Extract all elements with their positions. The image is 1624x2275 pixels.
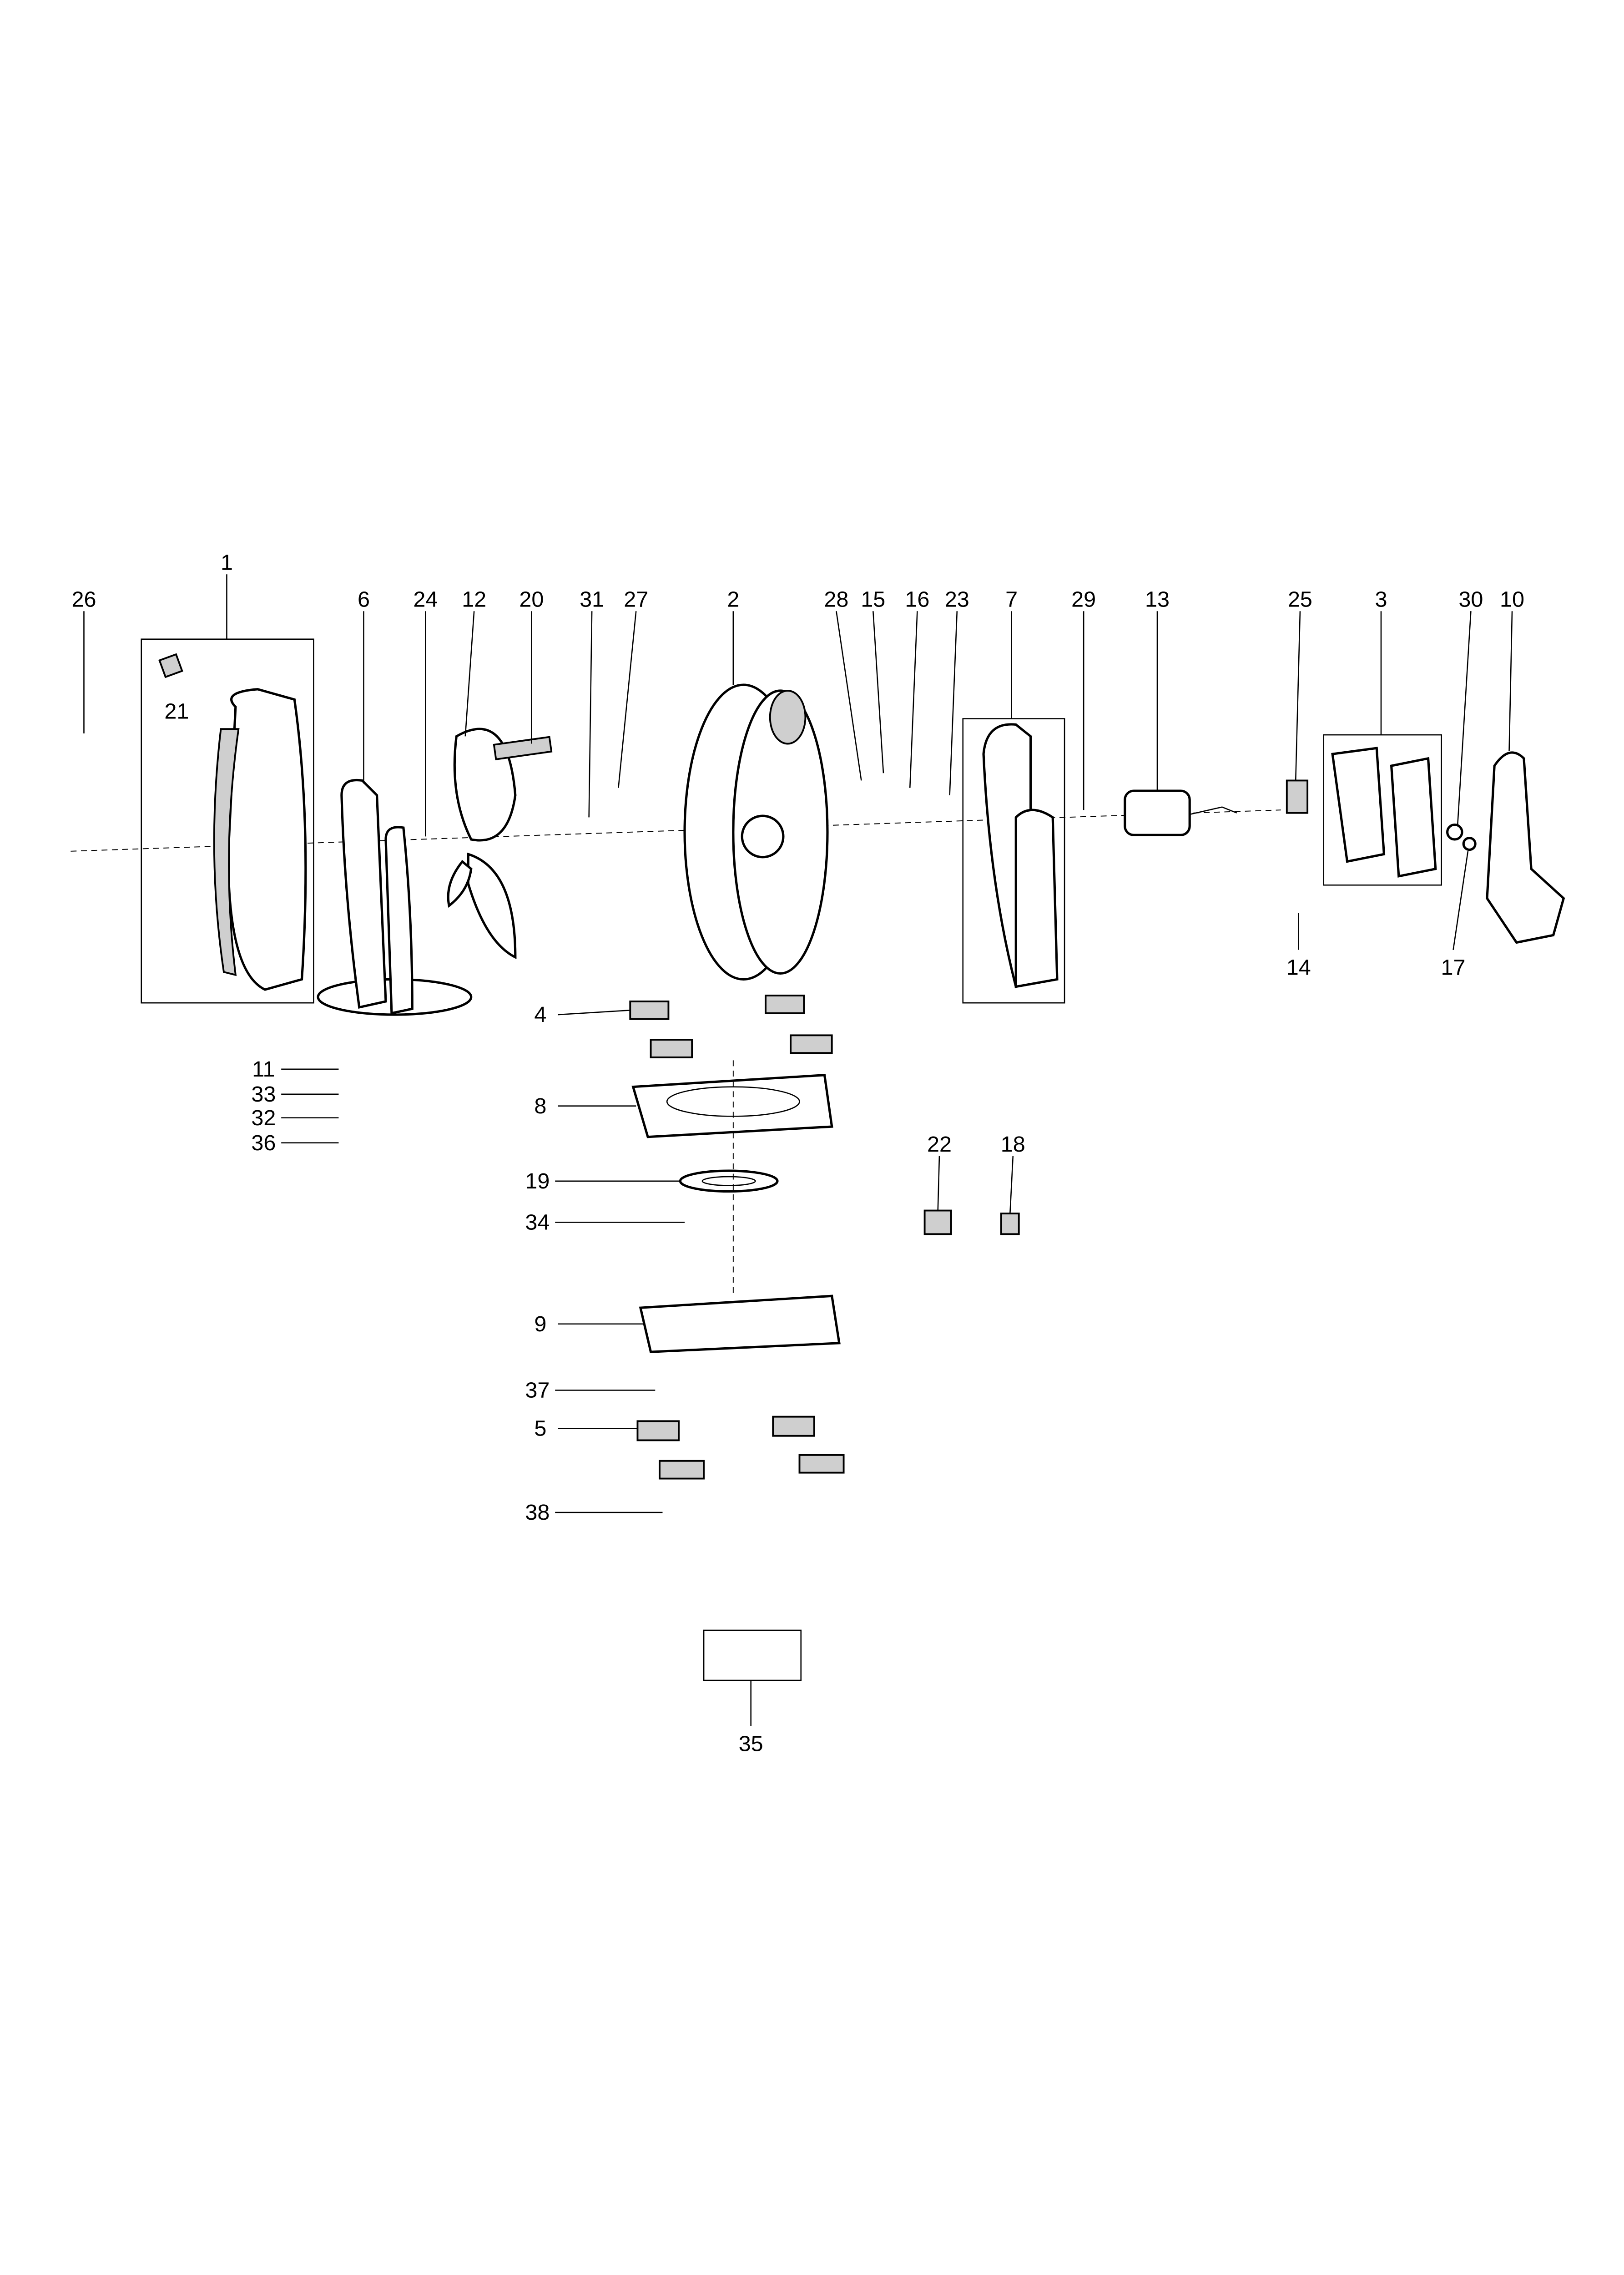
part-label-5: 5 — [534, 1416, 546, 1441]
part-20 — [493, 736, 553, 761]
leader-line-16 — [909, 611, 918, 788]
motor-wire — [1189, 806, 1237, 815]
part-drawings — [71, 638, 1565, 1681]
motor-hub — [741, 814, 785, 859]
part-label-26: 26 — [71, 587, 96, 612]
plate-8 — [631, 1074, 833, 1138]
part-label-7: 7 — [1005, 587, 1018, 612]
clip-4d — [790, 1034, 833, 1054]
part-label-3: 3 — [1375, 587, 1387, 612]
clip-4a — [629, 1000, 670, 1020]
leader-line-12 — [464, 611, 475, 737]
part-label-20: 20 — [519, 587, 544, 612]
clip-4b — [765, 995, 805, 1014]
housing-knob — [769, 690, 807, 745]
group-box-3 — [1323, 734, 1442, 886]
part-label-30: 30 — [1458, 587, 1483, 612]
part-label-37: 37 — [525, 1378, 550, 1403]
label-box-35 — [703, 1629, 802, 1681]
switch-part-a — [1331, 747, 1386, 863]
part-label-11: 11 — [252, 1057, 275, 1082]
part-label-4: 4 — [534, 1002, 546, 1027]
leader-line-4 — [558, 1010, 630, 1016]
leader-line-10 — [1508, 611, 1513, 751]
part-label-35: 35 — [739, 1731, 763, 1756]
leader-line-15 — [873, 611, 884, 774]
front-grille — [227, 688, 307, 991]
rear-cover-shell — [1014, 809, 1059, 988]
part-label-9: 9 — [534, 1312, 546, 1336]
leader-line-18 — [1009, 1156, 1014, 1214]
part-label-15: 15 — [861, 587, 885, 612]
part-label-29: 29 — [1071, 587, 1096, 612]
base-plate-9 — [639, 1294, 841, 1353]
part-label-14: 14 — [1286, 956, 1311, 980]
fan-blade-left — [447, 859, 473, 908]
part-label-28: 28 — [824, 587, 848, 612]
part-30 — [1446, 823, 1463, 841]
leader-line-22 — [937, 1156, 940, 1211]
part-label-16: 16 — [905, 587, 929, 612]
leader-line-25 — [1295, 611, 1301, 781]
part-label-31: 31 — [580, 587, 604, 612]
fan-blade-bottom — [467, 852, 517, 960]
part-label-36: 36 — [251, 1131, 276, 1155]
part-label-34: 34 — [525, 1210, 550, 1235]
part-label-2: 2 — [727, 587, 739, 612]
clip-5a — [636, 1420, 680, 1441]
part-label-13: 13 — [1145, 587, 1170, 612]
part-label-32: 32 — [251, 1106, 276, 1130]
clip-4c — [650, 1039, 693, 1058]
part-21 — [158, 653, 183, 678]
clip-5d — [798, 1454, 845, 1474]
part-label-8: 8 — [534, 1094, 546, 1118]
part-18 — [1000, 1213, 1020, 1235]
part-17 — [1462, 837, 1477, 851]
leader-line-31 — [588, 611, 593, 818]
front-grille-edge — [213, 728, 240, 976]
part-22 — [923, 1209, 952, 1235]
leader-lines — [83, 574, 1513, 1726]
part-label-25: 25 — [1288, 587, 1312, 612]
part-label-38: 38 — [525, 1500, 550, 1525]
part-label-21: 21 — [164, 699, 189, 723]
part-label-33: 33 — [251, 1082, 276, 1107]
leader-line-28 — [836, 611, 862, 781]
motor — [1124, 789, 1191, 836]
part-label-19: 19 — [525, 1169, 550, 1193]
part-label-23: 23 — [945, 587, 969, 612]
handle — [1486, 751, 1565, 944]
group-box-7 — [962, 718, 1065, 1004]
part-label-12: 12 — [462, 587, 486, 612]
gasket-19-inner — [701, 1176, 756, 1186]
part-25 — [1286, 779, 1309, 814]
group-box-1 — [141, 638, 314, 1004]
stand-arm — [340, 779, 387, 1009]
part-label-22: 22 — [927, 1132, 952, 1157]
clip-5c — [659, 1460, 705, 1480]
leader-line-17 — [1453, 851, 1469, 950]
part-label-18: 18 — [1001, 1132, 1025, 1157]
part-label-6: 6 — [358, 587, 370, 612]
part-label-1: 1 — [221, 551, 233, 575]
part-label-17: 17 — [1441, 956, 1466, 980]
gasket-19 — [679, 1169, 779, 1193]
part-label-10: 10 — [1500, 587, 1524, 612]
leader-line-27 — [618, 611, 637, 788]
leader-line-30 — [1457, 611, 1472, 825]
switch-part-b — [1390, 757, 1437, 878]
leader-line-23 — [949, 611, 958, 795]
clip-5b — [772, 1416, 815, 1437]
part-label-27: 27 — [624, 587, 648, 612]
part-label-24: 24 — [413, 587, 438, 612]
stand-arm-right — [384, 826, 414, 1015]
